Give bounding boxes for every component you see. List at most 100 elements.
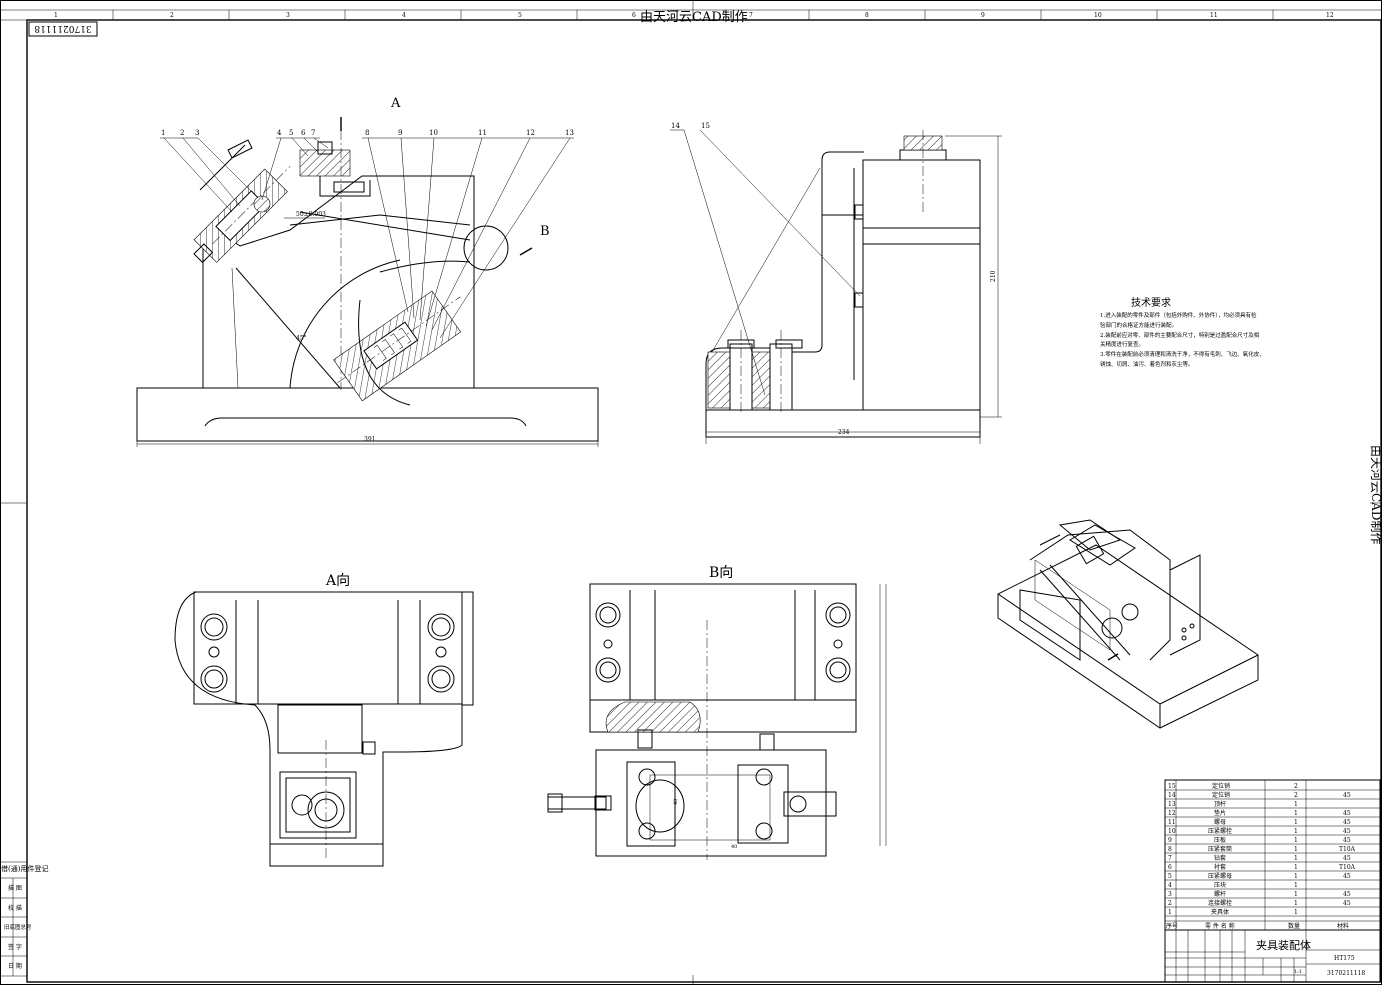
dim-width-main: 391 bbox=[364, 436, 375, 443]
strip-label: 校 描 bbox=[8, 904, 22, 912]
bom-row-lines bbox=[1165, 789, 1380, 922]
bom-no: 2 bbox=[1168, 900, 1172, 907]
bom-qty: 1 bbox=[1294, 855, 1298, 862]
bom-qty: 2 bbox=[1294, 792, 1298, 799]
bom-name: 压板 bbox=[1214, 836, 1226, 844]
dim-tolerance: 50±0.003 bbox=[296, 211, 326, 218]
bom-qty: 1 bbox=[1294, 837, 1298, 844]
zone-number: 12 bbox=[1326, 12, 1334, 19]
leader-number: 3 bbox=[195, 129, 199, 137]
bom-qty: 1 bbox=[1294, 846, 1298, 853]
bom-qty: 1 bbox=[1294, 864, 1298, 871]
title-drawing-no: 3170211118 bbox=[1327, 970, 1365, 977]
strip-label: 日 期 bbox=[8, 962, 22, 970]
view-label-b: B bbox=[540, 224, 550, 239]
bom-name: 钻套 bbox=[1214, 854, 1226, 862]
zone-number: 2 bbox=[170, 12, 174, 19]
bom-qty: 1 bbox=[1294, 801, 1298, 808]
bom-row: 5 压紧螺母 1 45 bbox=[1168, 872, 1351, 880]
title-block: 夹具装配体 HT175 3170211118 1:1 bbox=[1164, 929, 1381, 983]
bom-mat: T10A bbox=[1339, 846, 1356, 853]
bom-mat: 45 bbox=[1343, 792, 1351, 799]
strip-label: 借(通)用件登记 bbox=[1, 864, 48, 873]
a-view-title: A向 bbox=[325, 573, 350, 589]
leader-number: 11 bbox=[478, 129, 487, 137]
bom-mat: 45 bbox=[1343, 828, 1351, 835]
title-scale: 1:1 bbox=[1294, 969, 1302, 975]
leader-number: 7 bbox=[311, 129, 315, 137]
bom-name: 压块 bbox=[1214, 881, 1226, 889]
strip-label: 描 图 bbox=[8, 884, 22, 892]
leader-number: 8 bbox=[365, 129, 369, 137]
zone-number: 5 bbox=[518, 12, 522, 19]
b-direction-view: B向 40 40 bbox=[547, 565, 887, 860]
tech-line: 锈蚀、切屑、油污、着色剂和灰尘等。 bbox=[1100, 360, 1194, 368]
bom-head-mat: 材料 bbox=[1337, 922, 1349, 930]
bom-header: 序号 零 件 名 称 数量 材料 bbox=[1166, 922, 1349, 930]
bom-row: 4 压块 1 bbox=[1168, 881, 1298, 889]
leader-number: 4 bbox=[277, 129, 282, 137]
drawing-number-box bbox=[28, 21, 98, 37]
bom-mat: 45 bbox=[1343, 837, 1351, 844]
zone-number: 1 bbox=[54, 12, 58, 19]
bom-head-name: 零 件 名 称 bbox=[1205, 922, 1235, 930]
zone-number: 3 bbox=[286, 12, 290, 19]
leader-number: 9 bbox=[398, 129, 402, 137]
bom-qty: 1 bbox=[1294, 891, 1298, 898]
main-section-view: 1 2 3 4 5 6 7 8 9 10 11 12 13 A B 391 45… bbox=[136, 96, 599, 447]
technical-requirements: 技术要求 1.进入装配的零件及部件（包括外购件、外协件），均必须具有检 验部门的… bbox=[1100, 296, 1265, 368]
tech-line: 3.零件在装配前必须清理和清洗干净，不得有毛刺、飞边、氧化皮、 bbox=[1100, 350, 1265, 358]
left-registration-strip: 借(通)用件登记 描 图 校 描 旧底图总号 签 字 日 期 bbox=[0, 861, 48, 977]
watermark-top: 由天河云CAD制作 bbox=[640, 10, 748, 25]
zone-number: 4 bbox=[402, 12, 406, 19]
bom-no: 5 bbox=[1168, 873, 1172, 880]
bom-no: 4 bbox=[1168, 882, 1172, 889]
zone-number: 10 bbox=[1094, 12, 1102, 19]
isometric-view bbox=[997, 519, 1259, 729]
bom-mat: 45 bbox=[1343, 891, 1351, 898]
side-view: 14 15 234 210 bbox=[670, 122, 1002, 444]
leader-number: 10 bbox=[429, 129, 438, 137]
tech-title: 技术要求 bbox=[1131, 296, 1171, 309]
bom-head-no: 序号 bbox=[1166, 922, 1178, 930]
bom-name: 螺母 bbox=[1214, 818, 1226, 826]
bom-qty: 1 bbox=[1294, 810, 1298, 817]
drawing-number-rotated: 3170211118 bbox=[34, 23, 92, 33]
tech-line: 1.进入装配的零件及部件（包括外购件、外协件），均必须具有检 bbox=[1100, 311, 1257, 319]
bom-name: 压紧螺母 bbox=[1208, 872, 1232, 880]
zone-number: 6 bbox=[632, 12, 636, 19]
bom-no: 13 bbox=[1168, 801, 1176, 808]
strip-label: 签 字 bbox=[8, 943, 22, 951]
bom-head-qty: 数量 bbox=[1288, 922, 1300, 930]
bom-mat: 45 bbox=[1343, 873, 1351, 880]
dim-b-height: 40 bbox=[673, 799, 679, 805]
bom-qty: 1 bbox=[1294, 900, 1298, 907]
bom-no: 9 bbox=[1168, 837, 1172, 844]
leader-number: 5 bbox=[289, 129, 293, 137]
bom-no: 15 bbox=[1168, 783, 1176, 790]
bom-qty: 1 bbox=[1294, 882, 1298, 889]
bom-qty: 1 bbox=[1294, 873, 1298, 880]
dim-angle: 45° bbox=[296, 335, 307, 342]
bom-no: 6 bbox=[1168, 864, 1172, 871]
bom-name: 螺杆 bbox=[1214, 890, 1226, 898]
bom-name: 顶杆 bbox=[1214, 800, 1226, 808]
bom-mat: 45 bbox=[1343, 810, 1351, 817]
bom-no: 14 bbox=[1168, 792, 1176, 799]
main-leader-numbers: 1 2 3 4 5 6 7 8 9 10 11 12 13 bbox=[161, 129, 574, 137]
leader-number: 13 bbox=[565, 129, 574, 137]
bom-row: 9 压板 1 45 bbox=[1168, 836, 1351, 844]
bom-mat: T10A bbox=[1339, 864, 1356, 871]
strip-label: 旧底图总号 bbox=[4, 923, 32, 931]
bom-name: 垫片 bbox=[1214, 809, 1226, 817]
zone-number: 9 bbox=[981, 12, 985, 19]
